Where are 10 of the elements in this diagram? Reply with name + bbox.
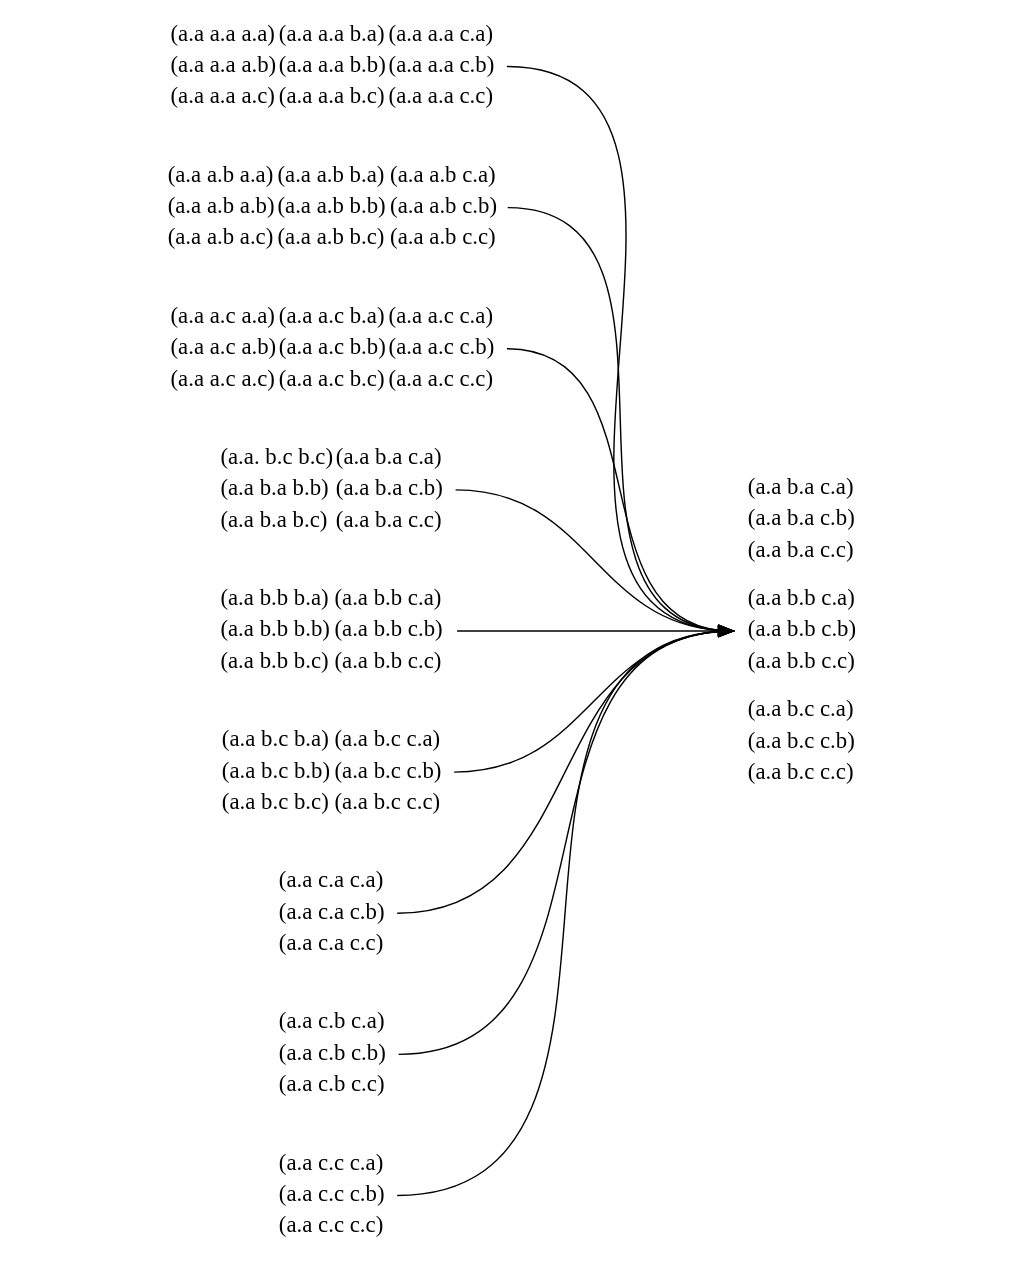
node-text: (a.a c.a c.a) (a.a c.a c.b) (a.a c.a c.c) <box>278 867 385 956</box>
node-text: (a.a a.a a.a) (a.a a.a b.a) (a.a a.a c.a) (a.a a.a a.b)(a.a a.a b.b)(a.a a.a c.b) (a.a a.a a.c) (a.a a.a b.c) (a.a a.a c.c) <box>170 20 494 109</box>
node-text: (a.a a.c a.a) (a.a a.c b.a) (a.a a.c c.a) (a.a a.c a.b)(a.a a.c b.b)(a.a a.c c.b) (a.a a.c a.c) (a.a a.c b.c) (a.a a.c c.c) <box>170 302 494 391</box>
node-text: (a.a c.c c.a) (a.a c.c c.b) (a.a c.c c.c) <box>278 1149 385 1238</box>
node-text: (a.a b.a c.a) (a.a b.a c.b) (a.a b.a c.c) (a.a b.b c.a) (a.a b.b c.b) (a.a b.b c.c) (a.a b.c c.a) (a.a b.c c.b) (a.a b.c c.c) <box>747 473 856 784</box>
node-text: (a.a b.c b.a) (a.a b.c c.a) (a.a b.c b.b) (a.a b.c c.b) (a.a b.c b.c) (a.a b.c c.c) <box>221 726 441 814</box>
node-text: (a.a. b.c b.c)(a.a b.a c.a) (a.a b.a b.b) (a.a b.a c.b) (a.a b.a b.c) (a.a b.a c.c) <box>219 443 443 532</box>
node-text: (a.a a.b a.a) (a.a a.b b.a) (a.a a.b c.a) (a.a a.b a.b)(a.a a.b b.b) (a.a a.b c.b) (a.a a.b a.c) (a.a a.b b.c) (a.a a.b c.c) <box>167 161 497 250</box>
node-text: (a.a c.b c.a) (a.a c.b c.b) (a.a c.b c.c) <box>278 1008 386 1097</box>
node-text: (a.a b.b b.a) (a.a b.b c.a) (a.a b.b b.b) (a.a b.b c.b) (a.a b.b b.c) (a.a b.b c.c) <box>219 585 443 673</box>
